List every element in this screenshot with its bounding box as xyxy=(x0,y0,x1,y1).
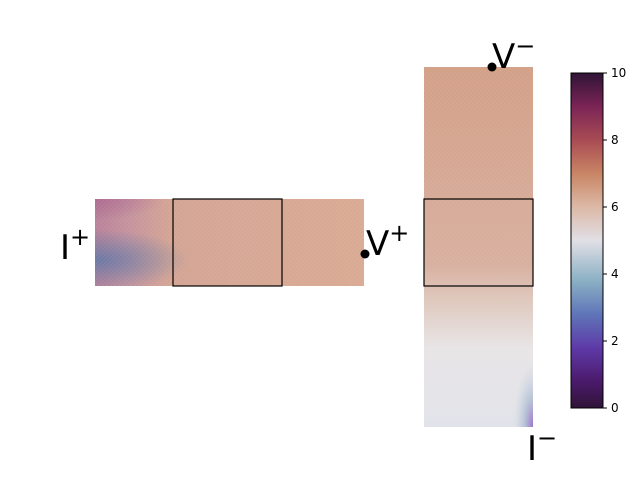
colorbar-tick-label: 2 xyxy=(611,334,619,348)
colorbar: 0 2 4 6 8 10 xyxy=(570,66,626,415)
i-plus-label: I+ xyxy=(60,223,90,268)
horizontal-bar-box xyxy=(172,198,283,287)
colorbar-tick-label: 0 xyxy=(611,401,619,415)
horizontal-bar xyxy=(95,198,364,287)
colorbar-tick-label: 8 xyxy=(611,133,619,147)
v-minus-contact xyxy=(487,62,497,72)
vertical-bar xyxy=(423,67,534,427)
colorbar-ticks: 0 2 4 6 8 10 xyxy=(603,66,626,415)
colorbar-tick-label: 6 xyxy=(611,200,619,214)
vertical-bar-box xyxy=(423,198,534,287)
v-plus-label: V+ xyxy=(366,219,409,264)
colorbar-tick-label: 10 xyxy=(611,66,626,80)
v-minus-label: V− xyxy=(492,32,535,77)
colorbar-gradient xyxy=(570,72,604,409)
i-minus-label: I− xyxy=(527,424,557,469)
v-plus-contact xyxy=(360,249,370,259)
colorbar-tick-label: 4 xyxy=(611,267,619,281)
